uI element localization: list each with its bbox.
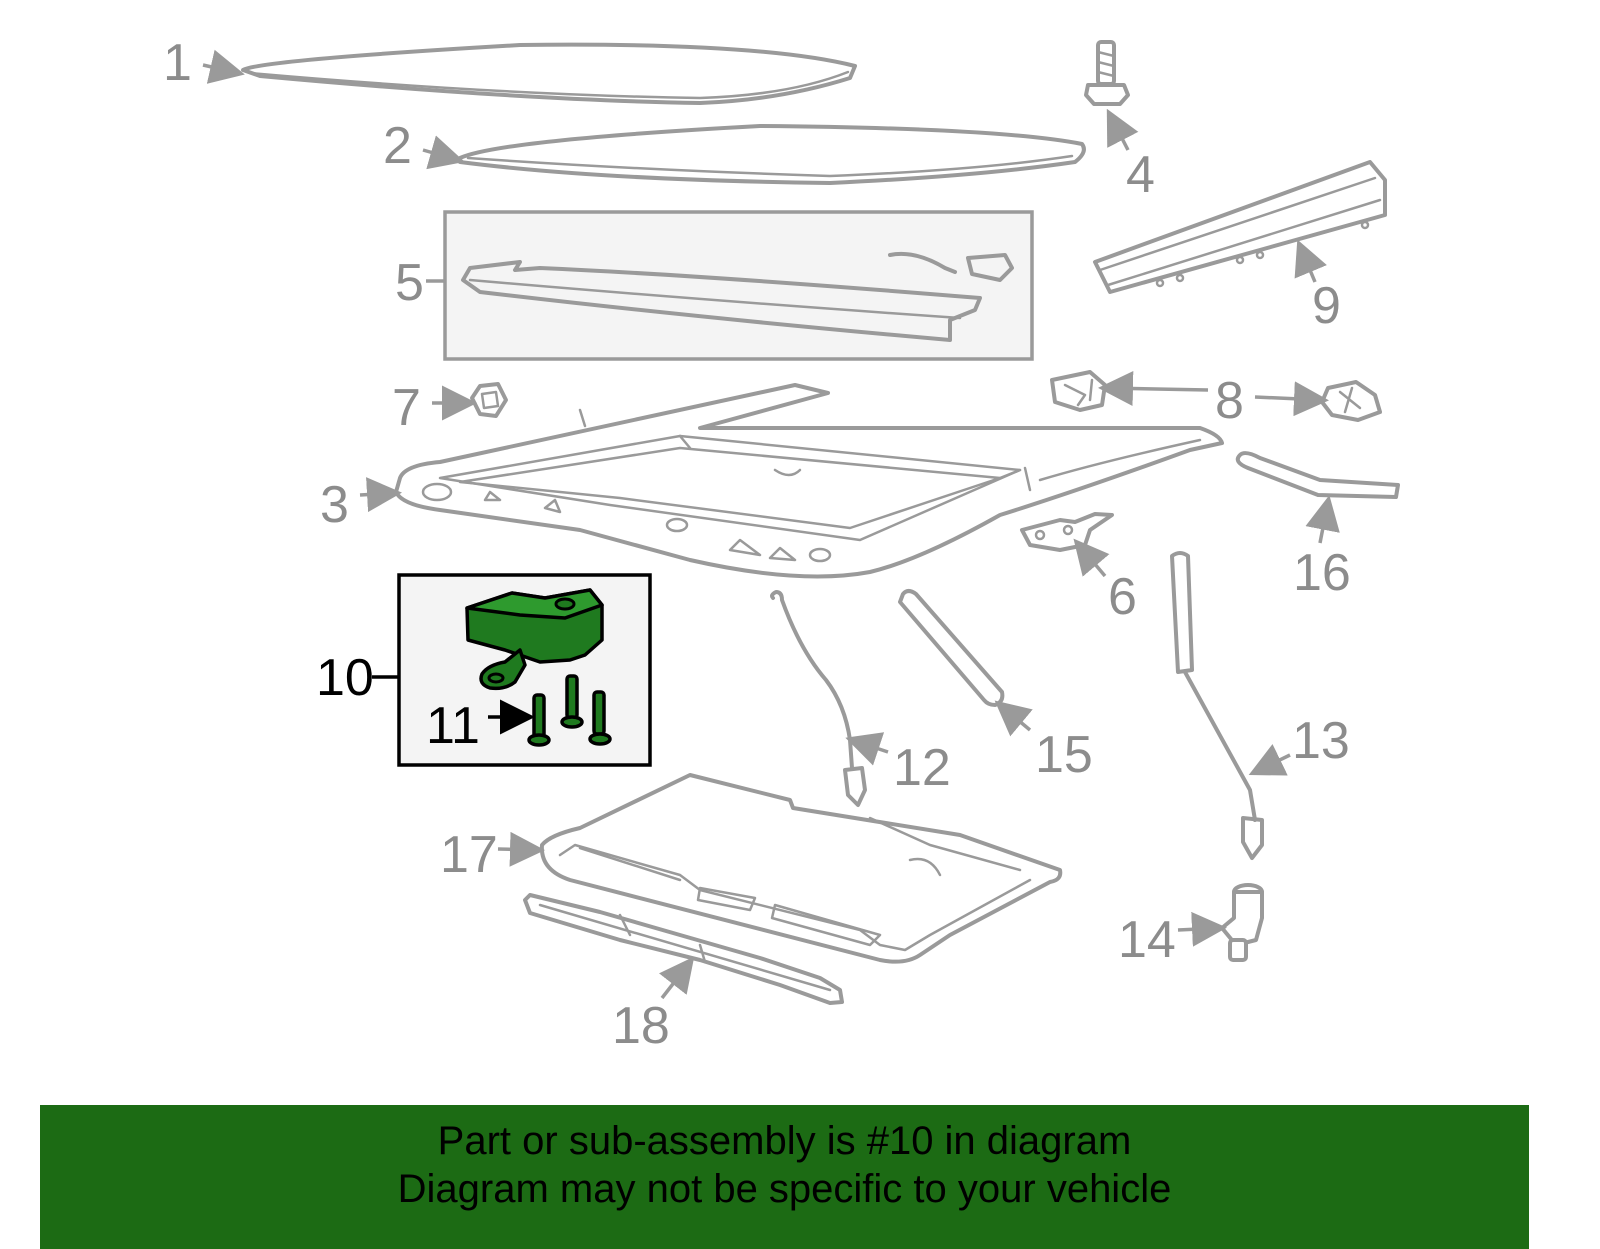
callout-15: 15 xyxy=(1035,726,1093,784)
callout-9: 9 xyxy=(1312,277,1341,335)
leader-3 xyxy=(359,477,402,513)
callout-2: 2 xyxy=(383,117,412,175)
leader-1 xyxy=(202,49,245,84)
callout-4: 4 xyxy=(1126,146,1155,204)
leader-14 xyxy=(1177,911,1227,947)
leader-13 xyxy=(1248,744,1291,776)
callout-13: 13 xyxy=(1292,712,1350,770)
leader-17 xyxy=(497,831,545,867)
callout-16: 16 xyxy=(1293,544,1351,602)
screw-2[interactable] xyxy=(560,674,584,729)
part-11-screws[interactable] xyxy=(527,674,612,747)
callout-11: 11 xyxy=(426,697,480,755)
leader-2 xyxy=(422,135,465,170)
part-10-motor-assembly[interactable] xyxy=(465,588,604,691)
part-6-bracket xyxy=(1020,512,1114,552)
callout-5: 5 xyxy=(395,254,424,312)
part-2-panel-frame xyxy=(458,124,1086,185)
screw-3[interactable] xyxy=(588,690,612,746)
part-13-drive-cable-long xyxy=(1170,551,1264,860)
part-16-drain-hose xyxy=(1235,451,1400,499)
banner-line-1: Part or sub-assembly is #10 in diagram xyxy=(437,1119,1132,1163)
leader-8b xyxy=(1254,381,1329,417)
callout-10: 10 xyxy=(316,649,374,707)
leader-8a xyxy=(1098,371,1209,407)
leader-16 xyxy=(1305,495,1340,544)
part-14-connector xyxy=(1220,883,1264,962)
callout-17: 17 xyxy=(440,826,498,884)
callout-14: 14 xyxy=(1118,911,1176,969)
callout-18: 18 xyxy=(612,997,670,1055)
leader-6 xyxy=(1073,538,1110,578)
part-15-tube xyxy=(898,589,1005,707)
banner-line-2: Diagram may not be specific to your vehi… xyxy=(397,1167,1172,1211)
callout-8: 8 xyxy=(1215,372,1244,430)
info-banner: Part or sub-assembly is #10 in diagram D… xyxy=(40,1105,1529,1249)
leader-12 xyxy=(845,732,889,766)
part-17-sunshade xyxy=(539,773,1063,964)
leader-9 xyxy=(1294,239,1327,283)
callout-7: 7 xyxy=(392,379,421,437)
leader-4 xyxy=(1106,108,1139,151)
leader-18 xyxy=(658,956,695,1000)
part-7-clip xyxy=(470,382,508,418)
part-8-bracket-right xyxy=(1320,380,1382,422)
callout-6: 6 xyxy=(1108,568,1137,626)
leader-15 xyxy=(994,700,1033,737)
part-5-wind-deflector xyxy=(461,251,1014,342)
part-3-sunroof-frame xyxy=(394,383,1224,579)
part-12-drive-cable xyxy=(770,590,867,807)
part-18-trim xyxy=(523,893,844,1005)
part-1-glass-panel xyxy=(241,42,857,105)
callout-3: 3 xyxy=(320,476,349,534)
part-4-bolt xyxy=(1084,40,1130,106)
callout-1: 1 xyxy=(163,34,192,92)
callout-12: 12 xyxy=(893,739,951,797)
part-8-bracket-left xyxy=(1050,370,1107,412)
part-9-side-rail xyxy=(1093,160,1387,294)
